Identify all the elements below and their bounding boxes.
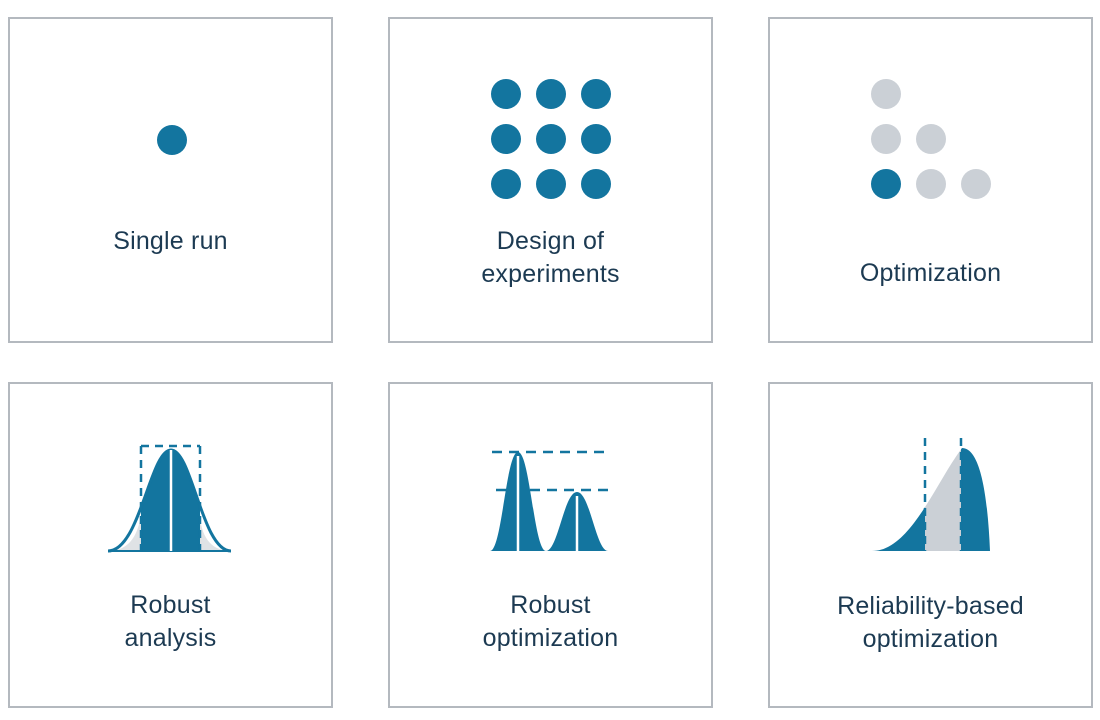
card-label-line: Reliability-based bbox=[837, 592, 1024, 620]
card-robust-analysis: Robust analysis bbox=[8, 382, 333, 708]
card-label: Optimization bbox=[770, 257, 1091, 290]
skewed-distribution-icon bbox=[872, 438, 990, 551]
two-peaks-icon bbox=[490, 450, 608, 551]
card-label-line: optimization bbox=[862, 625, 999, 653]
card-label-line: optimization bbox=[482, 624, 619, 652]
card-label: Reliability-based optimization bbox=[770, 590, 1091, 656]
card-single-run: Single run bbox=[8, 17, 333, 343]
card-label-line: Robust bbox=[130, 591, 211, 619]
card-label-line: analysis bbox=[124, 624, 217, 652]
card-label-line: Optimization bbox=[859, 259, 1002, 287]
card-label-line: Single run bbox=[113, 227, 228, 255]
single-dot-icon bbox=[157, 125, 187, 155]
card-robust-optimization: Robust optimization bbox=[388, 382, 713, 708]
card-label-line: Design of bbox=[496, 227, 605, 255]
card-reliability-based-optimization: Reliability-based optimization bbox=[768, 382, 1093, 708]
card-optimization: Optimization bbox=[768, 17, 1093, 343]
bell-curve-band-icon bbox=[107, 444, 232, 553]
card-label-line: experiments bbox=[481, 260, 620, 288]
card-label: Single run bbox=[10, 225, 331, 258]
card-label-line: Robust bbox=[510, 591, 591, 619]
card-label: Robust analysis bbox=[10, 589, 331, 655]
dot-grid-icon bbox=[491, 79, 611, 199]
card-label: Design of experiments bbox=[390, 225, 711, 291]
card-label: Robust optimization bbox=[390, 589, 711, 655]
dot-staircase-icon bbox=[871, 79, 991, 199]
card-design-of-experiments: Design of experiments bbox=[388, 17, 713, 343]
